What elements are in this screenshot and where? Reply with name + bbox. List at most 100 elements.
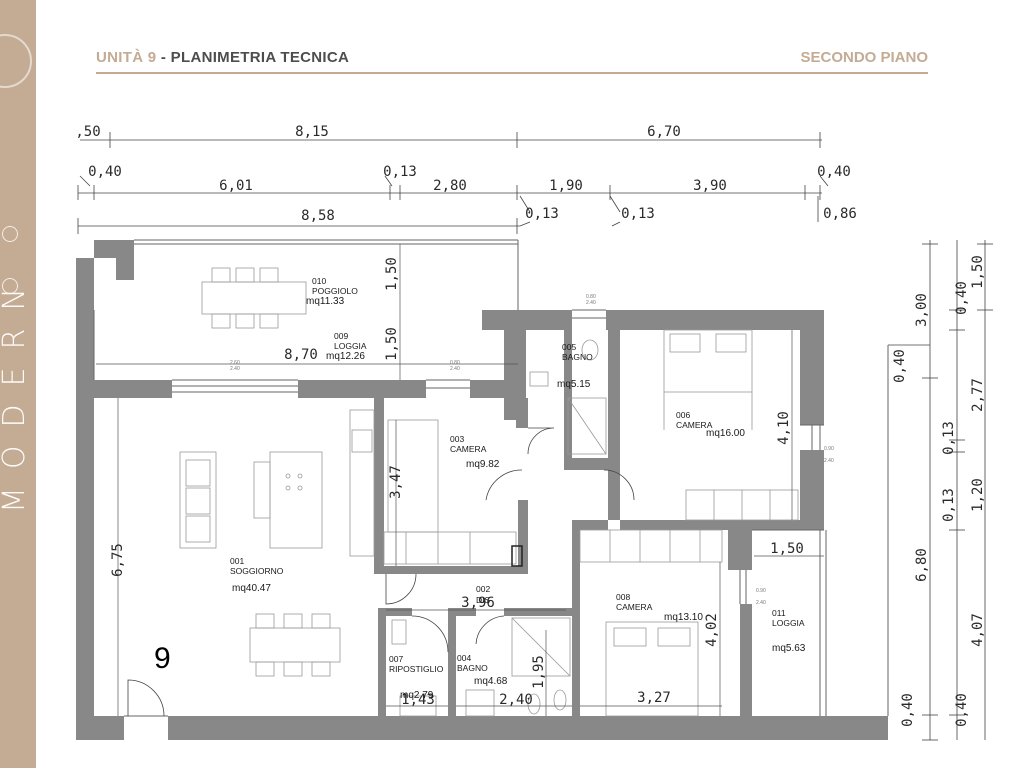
dim-label: 8,70: [284, 347, 318, 363]
window-tags: 2.602.40 0.802.40 0.802.40 0.902.40 0.90…: [230, 294, 834, 606]
dim-label: 2,77: [970, 378, 986, 412]
room-code: 010: [312, 276, 326, 286]
svg-text:2.40: 2.40: [450, 366, 460, 372]
room-camera-003: 003 CAMERA mq9.82: [450, 434, 500, 470]
room-poggiolo: 010 POGGIOLO mq11.33: [306, 276, 358, 307]
room-area: mq5.15: [557, 379, 591, 390]
svg-text:0.80: 0.80: [586, 294, 596, 300]
dim-label: 1,50: [970, 255, 986, 289]
room-code: 011: [772, 608, 786, 618]
room-name: CAMERA: [450, 444, 487, 454]
room-area: mq9.82: [466, 459, 500, 470]
brand-ring-icon: [2, 226, 18, 242]
room-area: mq13.10: [664, 612, 703, 623]
dim-label: 1,90: [549, 178, 583, 194]
dim-label: 6,75: [110, 543, 126, 577]
dim-label: 0,86: [823, 206, 857, 222]
svg-text:0.80: 0.80: [450, 360, 460, 366]
dim-label: 0,13: [383, 164, 417, 180]
dim-label: 0,40: [817, 164, 851, 180]
room-area: mq16.00: [706, 428, 745, 439]
svg-text:2.40: 2.40: [230, 366, 240, 372]
page-title: UNITÀ 9 - PLANIMETRIA TECNICA: [96, 49, 349, 66]
title-separator: -: [156, 49, 171, 66]
room-code: 003: [450, 434, 464, 444]
room-camera-008: 008 CAMERA mq13.10: [616, 592, 703, 623]
room-code: 007: [389, 654, 403, 664]
room-name: BAGNO: [457, 663, 488, 673]
dim-label: 3,27: [637, 690, 671, 706]
room-name: LOGGIA: [772, 618, 805, 628]
dim-label: 0,40: [900, 693, 916, 727]
dim-label: 8,15: [295, 124, 329, 140]
svg-text:2.60: 2.60: [230, 360, 240, 366]
dim-label: 3,90: [693, 178, 727, 194]
unit-label: UNITÀ 9: [96, 49, 157, 66]
dim-label: 0,13: [941, 488, 957, 522]
room-loggia-011: 011 LOGGIA mq5.63: [772, 608, 806, 654]
dim-label: 0,40: [892, 349, 908, 383]
room-ripostiglio: 007 RIPOSTIGLIO mq2.79: [389, 654, 444, 701]
dim-label: 0,40: [88, 164, 122, 180]
room-name: RIPOSTIGLIO: [389, 664, 444, 674]
header-divider: [96, 72, 928, 74]
dim-label: 0,13: [621, 206, 655, 222]
right-dimension-lines: [888, 240, 993, 741]
dim-label: 2,80: [433, 178, 467, 194]
interior-dimension-lines: [96, 244, 824, 716]
right-dimension-labels: 3,00 0,40 6,80 0,40 0,40 2,77 0,13 1,20 …: [892, 255, 986, 727]
dim-label: 3,96: [461, 595, 495, 611]
dim-label: 1,50: [384, 327, 400, 361]
dim-label: 3,00: [914, 293, 930, 327]
room-code: 006: [676, 410, 690, 420]
dim-label: 8,58: [301, 208, 335, 224]
dim-label: ,50: [75, 124, 100, 140]
walls: [76, 240, 888, 740]
dim-label: 0,13: [525, 206, 559, 222]
room-name: CAMERA: [616, 602, 653, 612]
room-labels: 010 POGGIOLO mq11.33 009 LOGGIA mq12.26 …: [230, 276, 806, 701]
room-area: mq2.79: [400, 690, 434, 701]
room-name: POGGIOLO: [312, 286, 358, 296]
room-code: 004: [457, 653, 471, 663]
svg-text:2.40: 2.40: [824, 458, 834, 464]
top-dimension-lines: [77, 132, 829, 234]
dim-label: 0,13: [941, 421, 957, 455]
dim-label: 1,43: [401, 692, 435, 708]
room-code: 008: [616, 592, 630, 602]
windows-railings: [93, 239, 889, 717]
room-name: BAGNO: [562, 352, 593, 362]
dim-label: 6,70: [647, 124, 681, 140]
floor-label: SECONDO PIANO: [800, 49, 928, 66]
room-name: DIS: [476, 595, 491, 605]
room-area: mq4.68: [474, 676, 508, 687]
svg-text:0.90: 0.90: [756, 588, 766, 594]
dim-label: 6,01: [219, 178, 253, 194]
interior-dimension-labels: 1,50 1,50 8,70 4,10 6,75 3,47 3,96 4,02 …: [110, 257, 804, 708]
svg-text:2.40: 2.40: [756, 600, 766, 606]
room-dis: 002 DIS: [476, 584, 491, 605]
room-bagno-004: 004 BAGNO mq4.68: [457, 653, 508, 687]
plan-title: PLANIMETRIA TECNICA: [170, 49, 350, 66]
brand-ring-icon: [2, 278, 18, 294]
dim-label: 1,50: [770, 541, 804, 557]
room-area: mq40.47: [232, 583, 271, 594]
dim-label: 1,50: [384, 257, 400, 291]
dim-label: 0,40: [954, 281, 970, 315]
dim-label: 4,02: [704, 613, 720, 647]
room-name: LOGGIA: [334, 341, 367, 351]
room-loggia-009: 009 LOGGIA mq12.26: [326, 331, 367, 362]
dim-label: 6,80: [914, 548, 930, 582]
room-area: mq12.26: [326, 351, 365, 362]
doors: [127, 427, 635, 717]
dim-label: 3,47: [388, 465, 404, 499]
svg-text:2.40: 2.40: [586, 300, 596, 306]
room-name: CAMERA: [676, 420, 713, 430]
furniture: [179, 267, 799, 717]
room-bagno-005: 005 BAGNO mq5.15: [557, 342, 593, 390]
room-code: 005: [562, 342, 576, 352]
dim-label: 4,07: [970, 613, 986, 647]
room-soggiorno: 001 SOGGIORNO mq40.47: [230, 556, 284, 594]
dim-label: 0,40: [954, 693, 970, 727]
